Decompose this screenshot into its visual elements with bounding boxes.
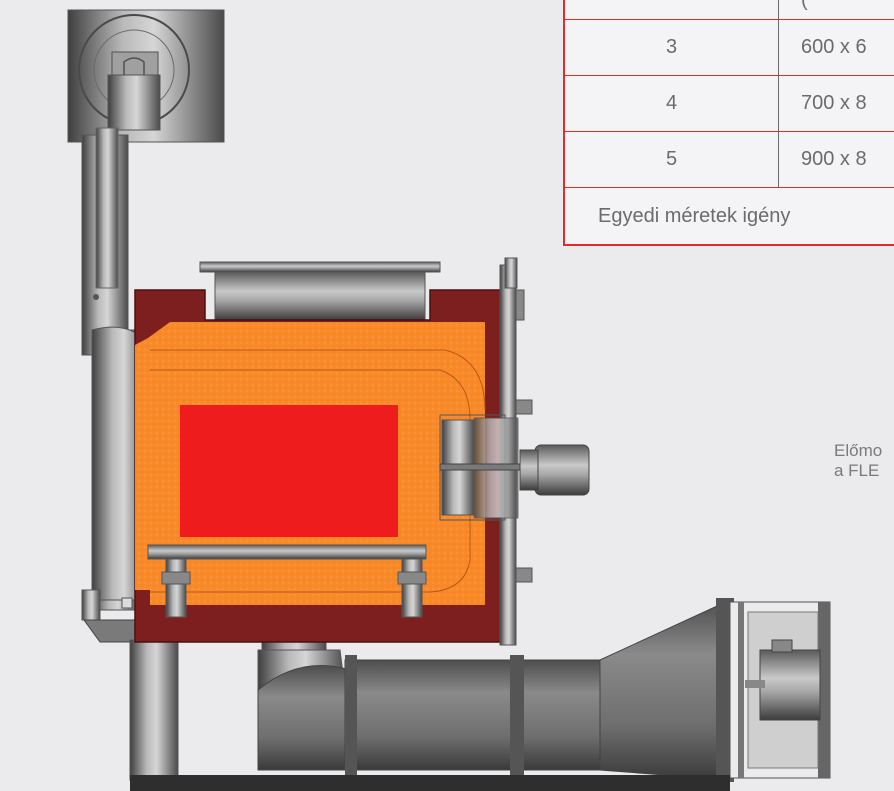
table-cell-number: 3 bbox=[565, 20, 779, 75]
table-header-cell bbox=[565, 0, 779, 19]
table-cell-size: 700 x 8 bbox=[801, 92, 867, 114]
base-rail bbox=[130, 775, 730, 791]
caption-line: Előmo bbox=[834, 441, 883, 460]
table-header-cell: ( bbox=[801, 0, 808, 11]
hearth-rail bbox=[147, 544, 427, 618]
table-cell-number: 4 bbox=[565, 76, 779, 131]
heating-chamber bbox=[180, 405, 398, 537]
table-cell-size: 600 x 6 bbox=[801, 36, 867, 58]
burner-duct bbox=[257, 598, 831, 782]
table-note: Egyedi méretek igény bbox=[598, 204, 791, 227]
table-cell-size: 900 x 8 bbox=[801, 148, 867, 170]
table-cell-number: 5 bbox=[565, 132, 779, 187]
table-row: 3 600 x 6 bbox=[565, 20, 894, 76]
right-door bbox=[439, 257, 590, 646]
table-header-row: ( bbox=[565, 0, 894, 20]
caption: Előmo a FLE bbox=[834, 441, 882, 481]
table-row: 4 700 x 8 bbox=[565, 76, 894, 132]
size-table: ( 3 600 x 6 4 700 x 8 5 900 x 8 Egyedi m… bbox=[563, 0, 894, 246]
top-flange bbox=[199, 261, 441, 321]
caption-line: a FLE bbox=[834, 461, 880, 480]
stack-hood bbox=[67, 9, 225, 143]
table-row: 5 900 x 8 bbox=[565, 132, 894, 188]
